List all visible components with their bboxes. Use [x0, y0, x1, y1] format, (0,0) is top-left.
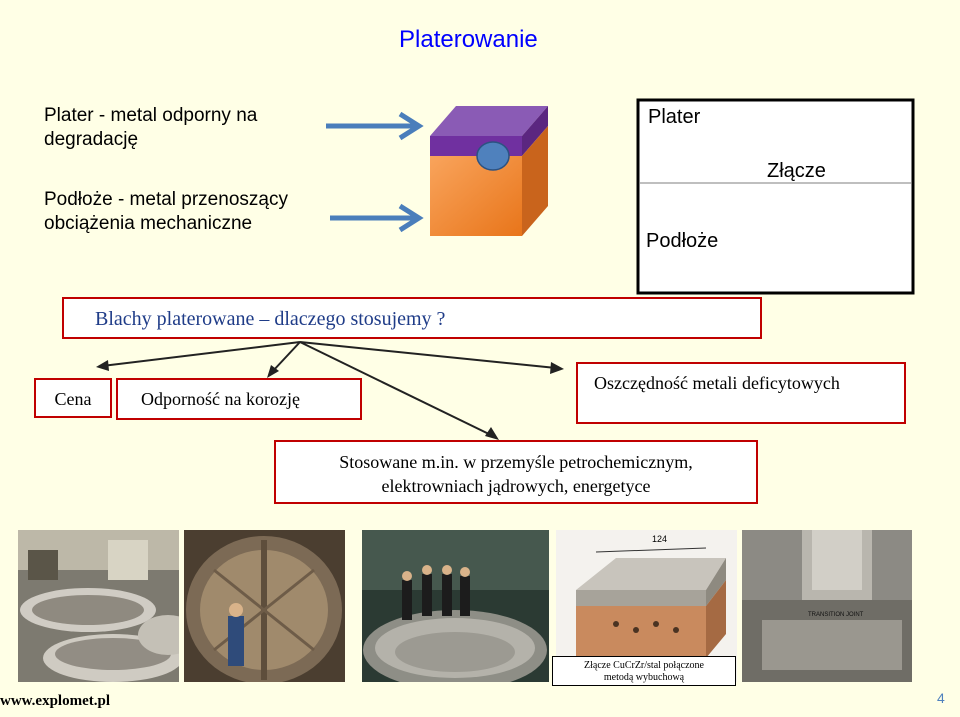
question-box: Blachy platerowane – dlaczego stosujemy … — [62, 297, 762, 339]
reason-cena: Cena — [34, 378, 112, 418]
photo-large-head-people — [362, 530, 549, 682]
photo-vessel-worker — [184, 530, 345, 682]
label-plater: Plater — [648, 106, 701, 128]
reason-oszczednosc-text: Oszczędność metali deficytowych — [594, 373, 840, 393]
joint-marker-icon — [476, 141, 510, 171]
photo-caption: Złącze CuCrZr/stal połączone metodą wybu… — [552, 656, 736, 686]
definition-podloze-line1: Podłoże - metal przenoszący — [44, 189, 288, 210]
block-dimension: 124 — [652, 534, 668, 544]
reason-cena-text: Cena — [54, 389, 92, 409]
page-number: 4 — [937, 690, 945, 706]
caption-line2: metodą wybuchową — [603, 672, 685, 683]
cross-section-box — [636, 98, 915, 295]
photo-transition-joint: TRANSITION JOINT — [742, 530, 912, 682]
definition-plater: Plater - metal odporny na degradację — [44, 104, 257, 152]
reason-oszczednosc: Oszczędność metali deficytowych — [576, 362, 906, 424]
caption-line1: Złącze CuCrZr/stal połączone — [584, 660, 704, 671]
reason-odpornosc-text: Odporność na korozję — [141, 389, 300, 409]
definition-podloze: Podłoże - metal przenoszący obciążenia m… — [44, 188, 288, 236]
label-zlacze: Złącze — [767, 160, 826, 182]
clad-plate-cube — [430, 106, 548, 236]
question-arrows — [96, 341, 564, 440]
footer-website: www.explomet.pl — [0, 693, 110, 709]
page-title-text: Platerowanie — [399, 26, 538, 53]
arrow-plater — [326, 111, 424, 141]
photo-dished-heads — [18, 530, 179, 682]
definition-podloze-line2: obciążenia mechaniczne — [44, 213, 253, 234]
usage-line1: Stosowane m.in. w przemyśle petrochemicz… — [339, 452, 693, 472]
arrow-podloze — [330, 203, 424, 233]
label-podloze: Podłoże — [646, 230, 719, 252]
definition-plater-line1: Plater - metal odporny na — [44, 105, 258, 126]
transition-joint-label: TRANSITION JOINT — [808, 612, 864, 618]
question-text: Blachy platerowane – dlaczego stosujemy … — [95, 308, 446, 330]
usage-line2: elektrowniach jądrowych, energetyce — [381, 476, 651, 496]
definition-plater-line2: degradację — [44, 129, 139, 150]
reason-odpornosc: Odporność na korozję — [116, 378, 362, 420]
usage-box: Stosowane m.in. w przemyśle petrochemicz… — [274, 440, 758, 504]
